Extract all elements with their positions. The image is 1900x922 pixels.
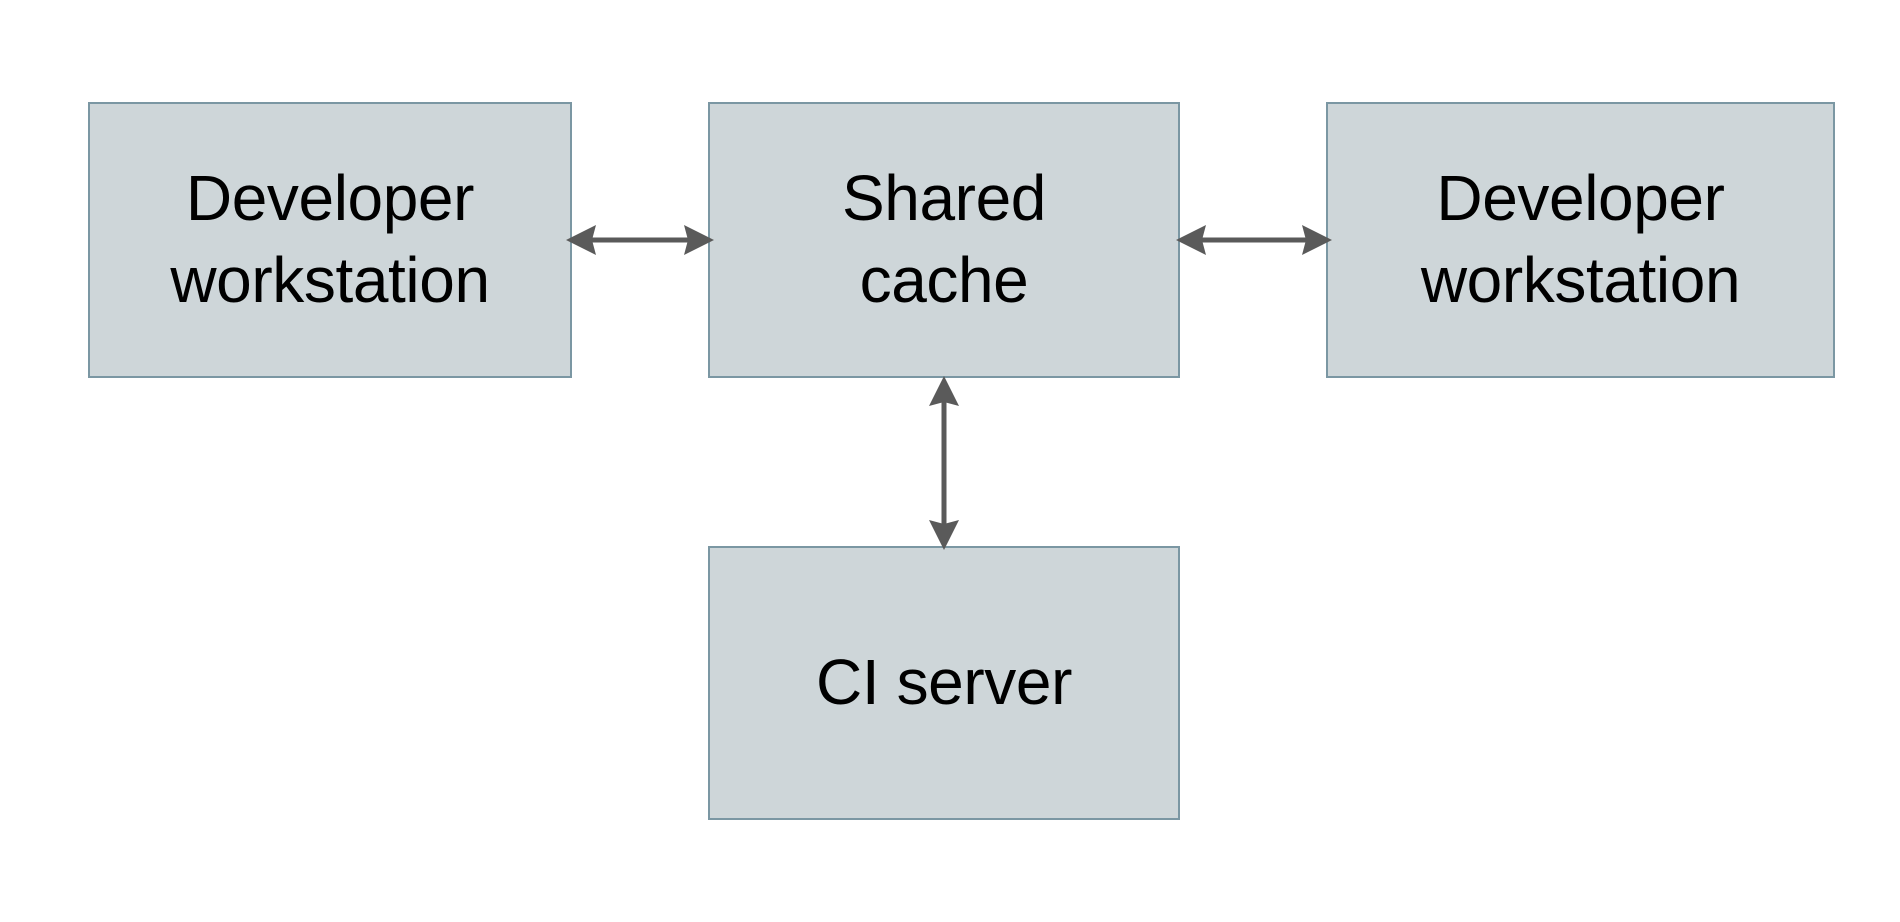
double-arrow-icon — [566, 225, 714, 255]
node-label: Developer workstation — [1420, 162, 1741, 316]
node-label: Shared cache — [842, 162, 1046, 316]
connector-shared-cache-to-ci-server — [929, 376, 959, 550]
double-arrow-icon — [1176, 225, 1332, 255]
node-shared-cache[interactable]: Shared cache — [708, 102, 1180, 378]
double-arrow-icon — [929, 376, 959, 550]
node-developer-workstation-right[interactable]: Developer workstation — [1326, 102, 1835, 378]
connector-developer-workstation-left-to-shared-cache — [566, 225, 714, 255]
node-developer-workstation-left[interactable]: Developer workstation — [88, 102, 572, 378]
node-ci-server[interactable]: CI server — [708, 546, 1180, 820]
node-label: CI server — [816, 646, 1072, 719]
node-label: Developer workstation — [170, 162, 490, 316]
connector-shared-cache-to-developer-workstation-right — [1176, 225, 1332, 255]
